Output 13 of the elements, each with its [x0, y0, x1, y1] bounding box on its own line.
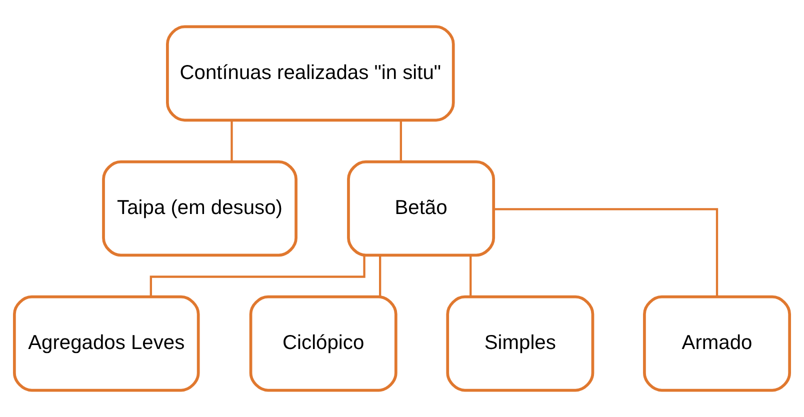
- node-box: Contínuas realizadas "in situ": [166, 25, 455, 122]
- node-box: Armado: [643, 295, 791, 392]
- connector: [230, 120, 233, 162]
- connector: [470, 255, 472, 297]
- connector: [400, 120, 402, 162]
- node-box: Betão: [347, 160, 496, 257]
- node-box: Ciclópico: [249, 295, 398, 392]
- connector: [379, 255, 382, 297]
- connector: [494, 208, 718, 297]
- node-box: Simples: [446, 295, 594, 392]
- node-box: Agregados Leves: [13, 295, 200, 392]
- node-box: Taipa (em desuso): [102, 160, 298, 257]
- connector: [150, 256, 366, 297]
